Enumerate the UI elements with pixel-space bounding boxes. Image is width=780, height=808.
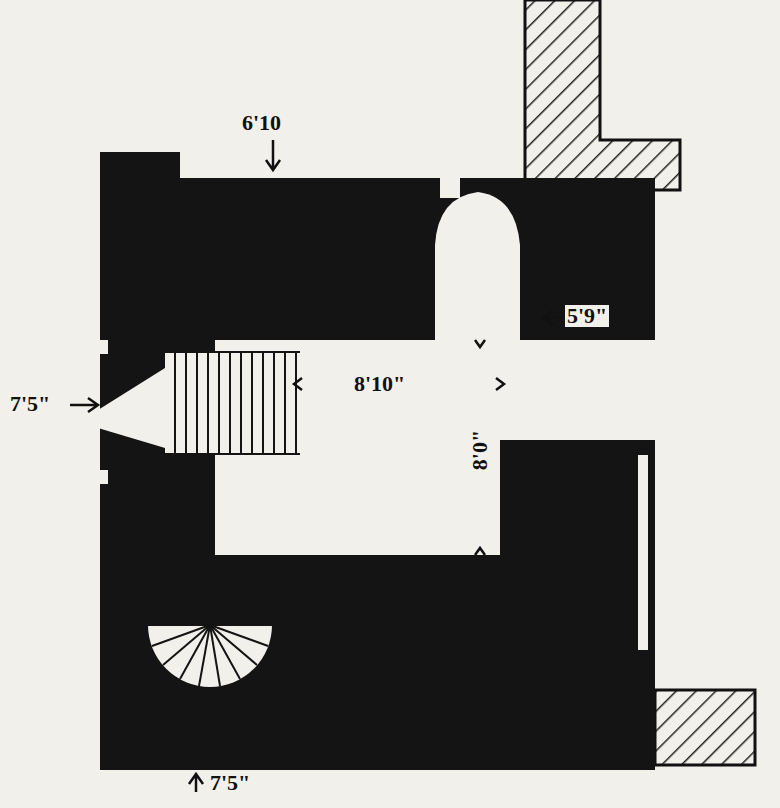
dimension-label: 7'5" bbox=[8, 393, 52, 415]
stair-treads bbox=[165, 352, 300, 454]
dimension-label: 8'10" bbox=[352, 373, 407, 395]
dimension-arrow bbox=[70, 140, 560, 792]
hatched-wall bbox=[655, 690, 755, 765]
dimension-label: 7'5" bbox=[208, 772, 252, 794]
wall-mass bbox=[100, 178, 655, 770]
hatched-wall bbox=[525, 0, 680, 190]
dimension-label: 6'10 bbox=[240, 112, 283, 134]
dimension-label: 8'0" bbox=[469, 428, 491, 472]
openings bbox=[98, 176, 660, 687]
wall-mass bbox=[100, 152, 180, 182]
spiral-stair bbox=[148, 625, 272, 686]
dimension-label: 5'9" bbox=[565, 305, 609, 327]
